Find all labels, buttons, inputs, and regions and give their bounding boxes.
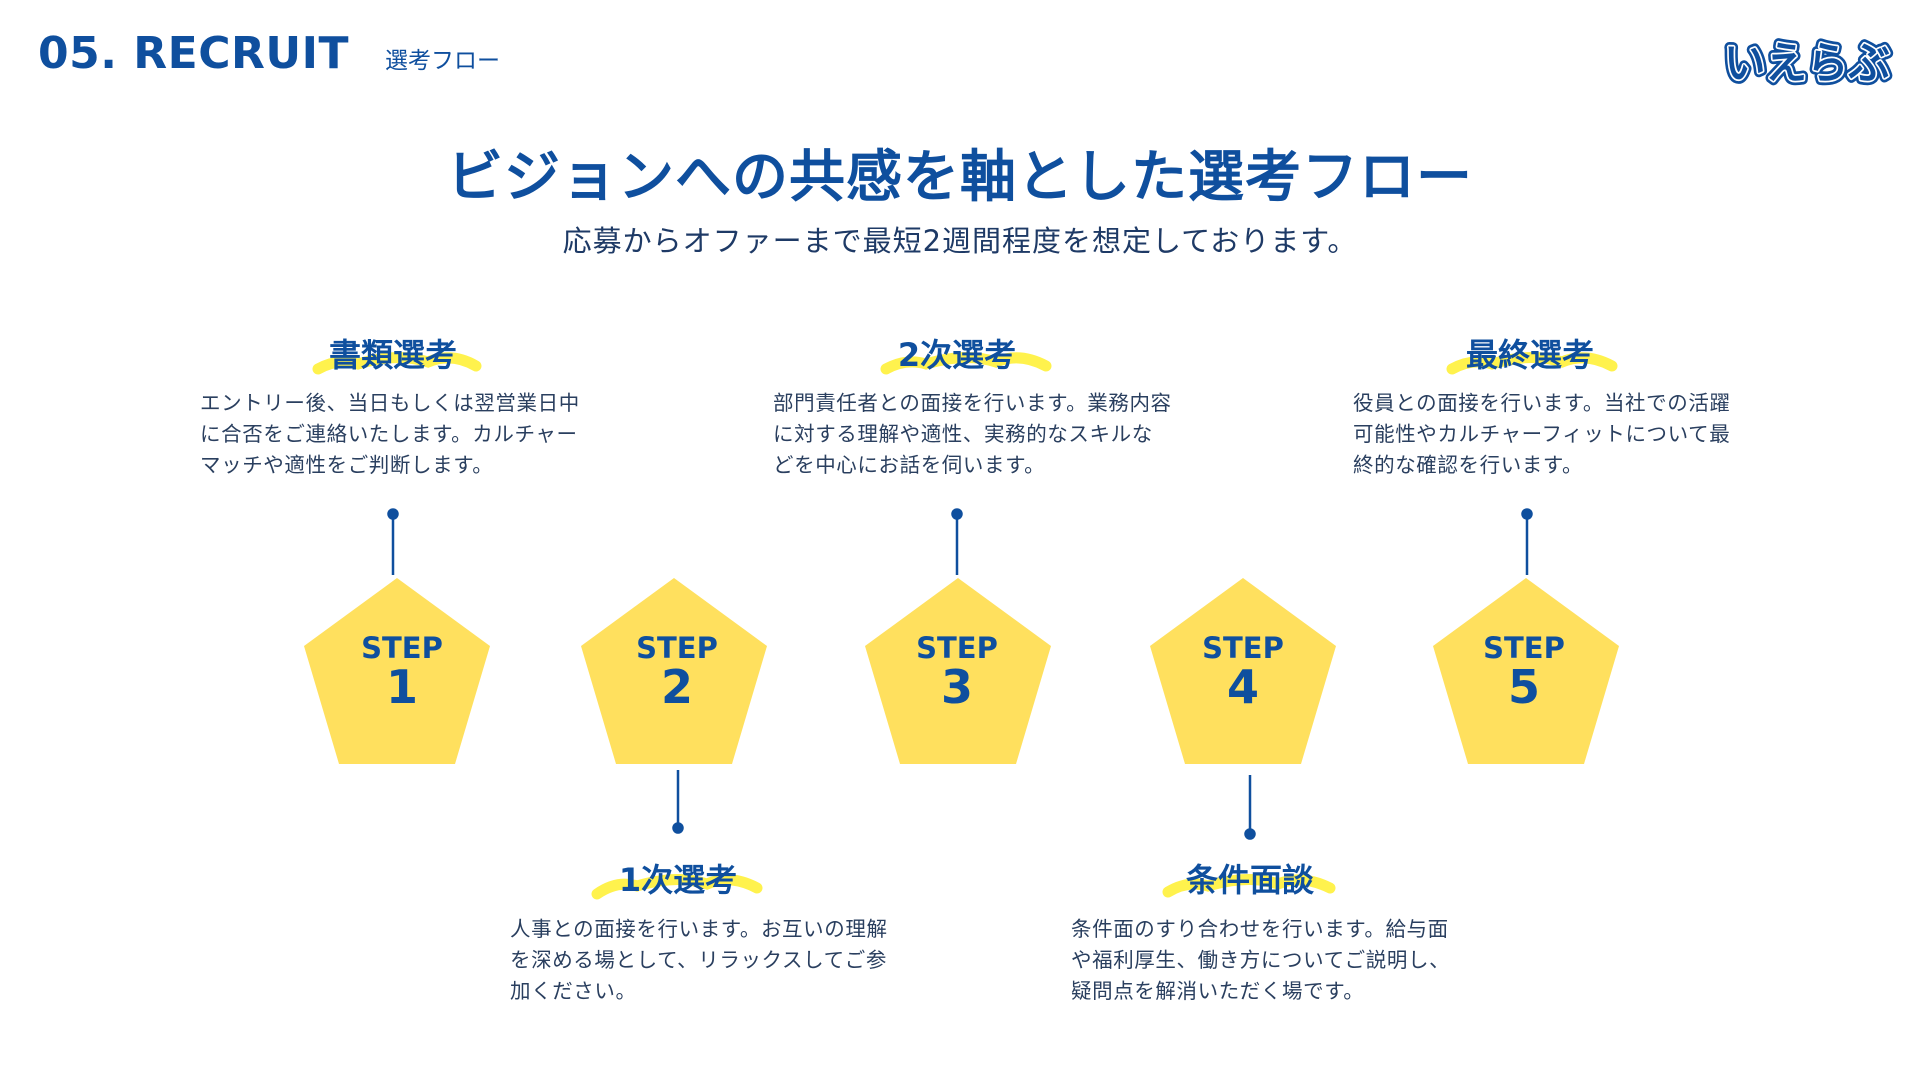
highlight-stroke-2 [591,873,763,900]
stage-desc-final: 役員との面接を行います。当社での活躍可能性やカルチャーフィットについて最終的な確… [1353,391,1731,477]
highlight-stroke-3 [880,351,1052,375]
step-pentagon-1 [304,578,490,764]
step-label-5: STEP 5 [1483,631,1565,715]
stage-desc-first-interview: 人事との面接を行います。お互いの理解を深める場として、リラックスしてご参加くださ… [510,917,888,1003]
step-label-3: STEP 3 [916,631,998,715]
stage-title-first-interview: 1次選考 [618,861,738,899]
svg-text:いえらぶ: いえらぶ [1724,38,1890,88]
highlight-stroke-4 [1162,873,1336,898]
stage-title-document: 書類選考 [328,336,457,374]
page-title: ビジョンへの共感を軸とした選考フロー [447,145,1473,210]
step-label-4: STEP 4 [1202,631,1284,715]
connector-dot-4 [1244,828,1256,840]
step-pentagon-3 [865,578,1051,764]
stage-title-final: 最終選考 [1465,336,1594,374]
svg-text:いえらぶ: いえらぶ [1724,38,1890,88]
highlight-stroke-5 [1446,351,1618,375]
svg-text:いえらぶ: いえらぶ [1724,38,1890,88]
step-label-2: STEP 2 [636,631,718,715]
stage-desc-document: エントリー後、当日もしくは翌営業日中に合否をご連絡いたします。カルチャーマッチや… [200,391,580,477]
stage-desc-second-interview: 部門責任者との面接を行います。業務内容に対する理解や適性、実務的なスキルなどを中… [773,391,1172,477]
section-code: 05. RECRUIT [38,28,349,79]
connector-dot-1 [387,508,399,520]
connector-dot-5 [1521,508,1533,520]
section-subtitle: 選考フロー [385,48,500,74]
connector-dot-3 [951,508,963,520]
logo-icon: いえらぶ いえらぶ いえらぶ [1720,34,1895,89]
connector-dot-2 [672,822,684,834]
stage-title-second-interview: 2次選考 [897,336,1017,374]
step-pentagon-4 [1150,578,1336,764]
brand-logo: いえらぶ いえらぶ いえらぶ [1720,30,1896,89]
step-pentagon-5 [1433,578,1619,764]
stage-desc-conditions: 条件面のすり合わせを行います。給与面や福利厚生、働き方についてご説明し、疑問点を… [1071,917,1451,1003]
step-label-1: STEP 1 [361,631,443,715]
stage-title-conditions: 条件面談 [1185,861,1314,899]
step-pentagon-2 [581,578,767,764]
page-subtitle: 応募からオファーまで最短2週間程度を想定しております。 [562,224,1358,258]
highlight-stroke-1 [312,351,482,375]
section-header: 05. RECRUIT 選考フロー [38,28,500,88]
